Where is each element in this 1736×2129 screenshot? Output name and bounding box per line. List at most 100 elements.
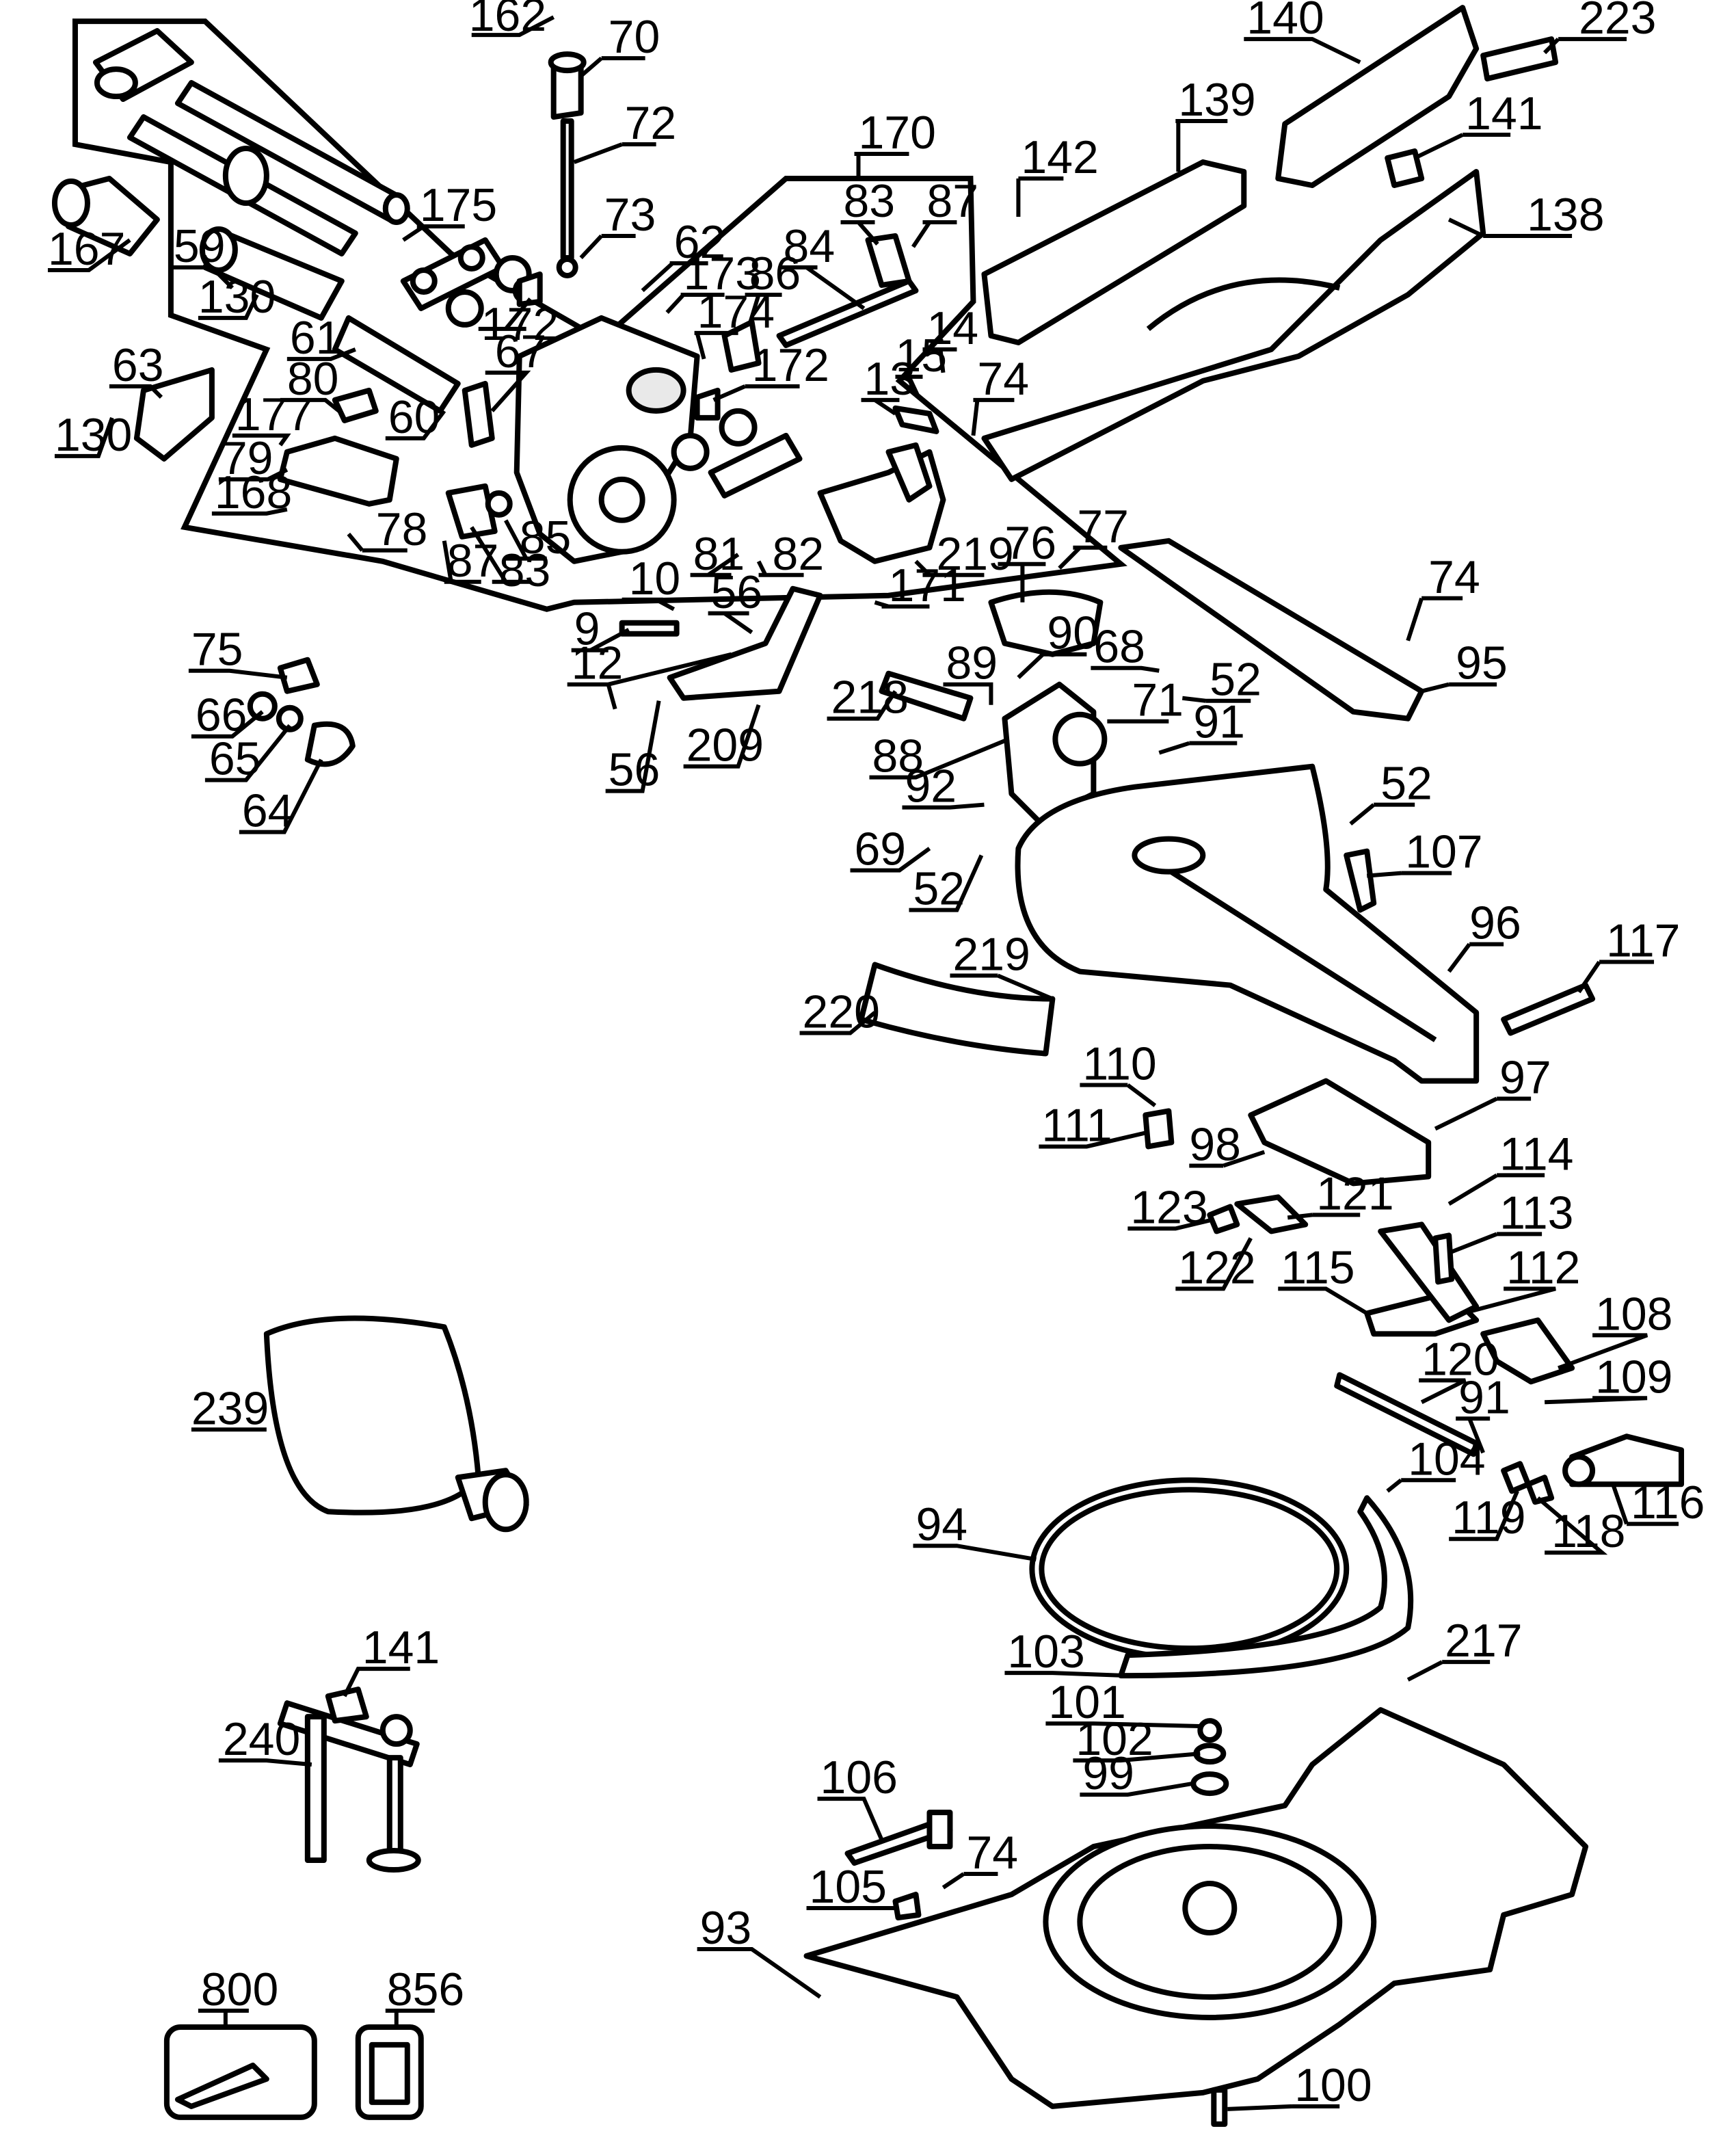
callout-172-left: 172 <box>481 298 559 350</box>
knob-141 <box>1385 148 1425 189</box>
callout-106: 106 <box>820 1751 898 1803</box>
lever-209 <box>667 585 823 701</box>
callout-91-top: 91 <box>1193 696 1245 748</box>
callout-217: 217 <box>1445 1615 1522 1667</box>
callout-173: 173 <box>684 248 761 300</box>
arm-96 <box>1015 763 1480 1084</box>
callout-65: 65 <box>209 733 261 785</box>
tube-61 <box>332 315 461 414</box>
callout-110: 110 <box>1082 1037 1156 1089</box>
knob-83-85 <box>445 483 513 540</box>
fence-140 <box>1275 5 1480 189</box>
callout-60: 60 <box>388 391 440 443</box>
rod-120 <box>1334 1372 1480 1457</box>
fence-139 <box>981 159 1247 345</box>
callout-172-mid: 172 <box>752 339 829 391</box>
knob-64 <box>304 721 356 767</box>
callout-83-left: 83 <box>499 544 551 596</box>
callout-85: 85 <box>520 512 572 564</box>
callout-83-top: 83 <box>844 175 896 227</box>
shaft-218 <box>879 670 974 722</box>
callout-77: 77 <box>1077 501 1129 553</box>
callout-112: 112 <box>1506 1241 1580 1293</box>
callout-856: 856 <box>387 1963 464 2015</box>
callout-94: 94 <box>916 1498 967 1550</box>
callout-74-top: 74 <box>977 353 1029 405</box>
fence-rail-95 <box>1118 538 1425 722</box>
latch-83-87-top <box>865 233 912 288</box>
callout-219-mid: 219 <box>952 929 1030 981</box>
callout-66: 66 <box>196 689 248 741</box>
spring-123 <box>1207 1204 1240 1234</box>
tube-59 <box>199 226 345 321</box>
callout-97: 97 <box>1499 1051 1551 1103</box>
kit-box-800 <box>163 2024 317 2120</box>
callout-52-top: 52 <box>1210 654 1261 706</box>
callout-118: 118 <box>1551 1505 1625 1557</box>
callout-105: 105 <box>810 1861 887 1913</box>
callout-223: 223 <box>1579 0 1656 44</box>
callout-130-top: 130 <box>198 271 276 323</box>
callout-120: 120 <box>1421 1333 1499 1385</box>
callout-95: 95 <box>1456 637 1508 689</box>
fence-base-138 <box>981 169 1486 482</box>
callout-69: 69 <box>855 823 907 875</box>
base-93 <box>803 1707 1589 2109</box>
callout-108: 108 <box>1595 1288 1672 1340</box>
callout-114: 114 <box>1499 1128 1573 1180</box>
bolt-100 <box>1211 2087 1228 2127</box>
callout-92: 92 <box>905 761 957 812</box>
callout-87-top: 87 <box>926 175 978 227</box>
callout-140: 140 <box>1246 0 1324 44</box>
callout-111: 111 <box>1041 1099 1112 1151</box>
knob-106 <box>844 1810 953 1866</box>
bracket-112 <box>1378 1221 1480 1323</box>
callout-13: 13 <box>864 353 916 405</box>
callout-52-right: 52 <box>1380 758 1432 810</box>
guard-97 <box>1248 1078 1432 1187</box>
callout-123: 123 <box>1130 1181 1207 1233</box>
dust-bag-239 <box>263 1315 529 1533</box>
nut-75 <box>277 657 320 694</box>
callout-87-left: 87 <box>447 535 499 587</box>
washers-101-102-99 <box>1190 1718 1229 1797</box>
knob-70 <box>548 51 587 120</box>
callout-91-bottom: 91 <box>1458 1371 1510 1423</box>
callout-218: 218 <box>831 672 909 724</box>
latch-111 <box>1143 1108 1175 1150</box>
callout-76: 76 <box>1004 517 1056 569</box>
callout-70: 70 <box>609 11 660 63</box>
bracket-67 <box>462 380 495 448</box>
callout-115: 115 <box>1281 1241 1354 1293</box>
callout-141-clamp: 141 <box>362 1622 440 1674</box>
callout-59: 59 <box>174 220 226 272</box>
callout-74-base: 74 <box>966 1827 1018 1879</box>
callout-52-left: 52 <box>913 863 965 915</box>
callout-63: 63 <box>112 339 164 391</box>
callout-800: 800 <box>201 1963 278 2015</box>
motor-housing <box>513 315 700 564</box>
callout-88: 88 <box>872 730 924 782</box>
callout-219-top: 219 <box>936 528 1013 580</box>
callout-177: 177 <box>235 388 312 440</box>
callout-174: 174 <box>697 286 775 338</box>
callout-141: 141 <box>1465 88 1543 140</box>
callout-168: 168 <box>215 466 292 518</box>
bar-117 <box>1501 982 1596 1036</box>
callout-79: 79 <box>222 432 273 484</box>
callout-139: 139 <box>1178 74 1255 126</box>
callout-78: 78 <box>376 503 428 555</box>
bushings-119-118 <box>1501 1461 1555 1505</box>
callout-81: 81 <box>693 528 745 580</box>
callout-101: 101 <box>1048 1676 1125 1728</box>
handle-108 <box>1480 1317 1575 1385</box>
bracket-121 <box>1234 1194 1309 1234</box>
callout-89: 89 <box>946 637 998 689</box>
callout-labels: 162 70 72 73 140 223 139 141 142 138 170… <box>48 0 1705 2111</box>
callout-72: 72 <box>625 97 677 149</box>
rail-tube-lower <box>126 114 358 256</box>
callout-84: 84 <box>784 220 836 272</box>
callout-171: 171 <box>888 559 965 611</box>
lever-84 <box>776 278 919 348</box>
callout-209: 209 <box>686 719 764 771</box>
